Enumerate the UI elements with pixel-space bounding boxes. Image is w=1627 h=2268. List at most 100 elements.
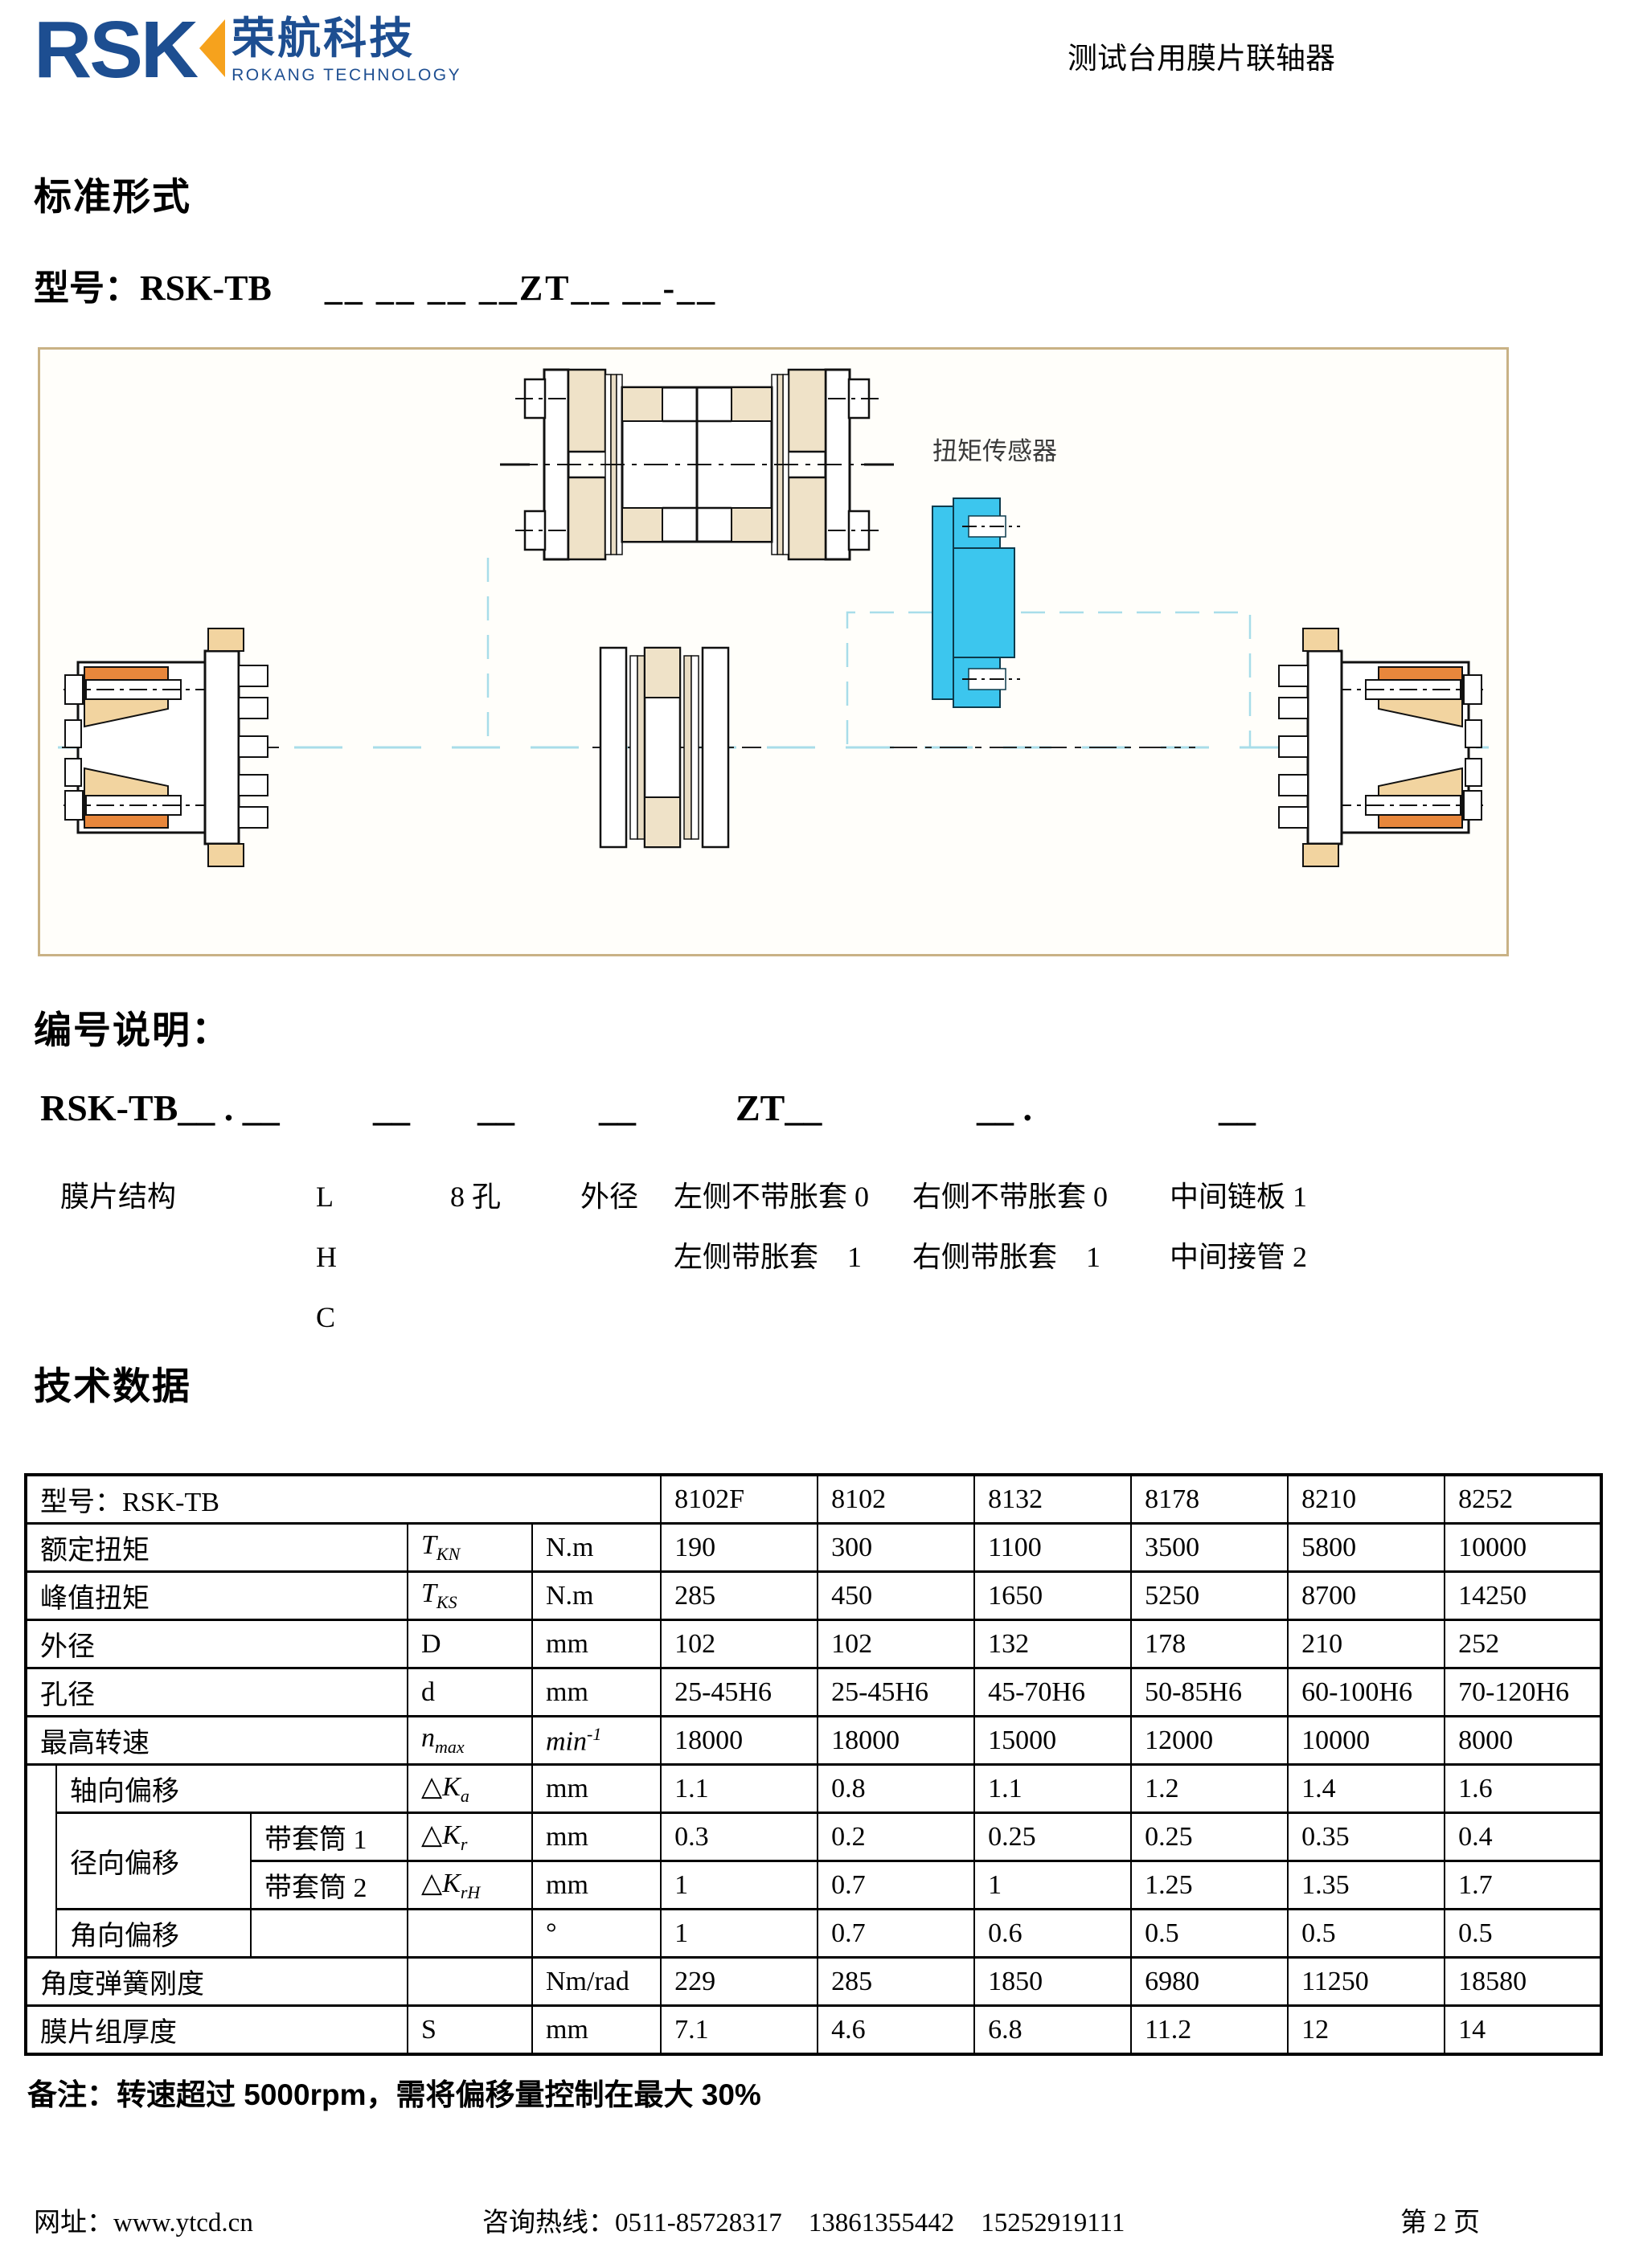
cell-value: 1.6 [1444,1763,1603,1814]
cell-value: 0.5 [1287,1908,1446,1959]
cell-value: 1.1 [660,1763,819,1814]
cell-value: 7.1 [660,2004,819,2056]
cell-value: 6980 [1130,1956,1289,2007]
cell-value: 1.4 [1287,1763,1446,1814]
technical-data-table: 型号：RSK-TB 8102F 8102 8132 8178 8210 8252… [24,1473,1604,2056]
cell-label: 带套筒 1 [250,1812,408,1862]
cell-unit: mm [531,2004,662,2056]
cell-value: 0.2 [817,1812,976,1862]
model-label: 型号：RSK-TB [34,268,272,308]
section-title-tech-data: 技术数据 [34,1365,191,1407]
company-logo: RSK 荣航科技 ROKANG TECHNOLOGY [34,8,461,92]
cell-value: 10000 [1287,1715,1446,1766]
cell-symbol: d [407,1667,533,1717]
cell-value: 1 [660,1860,819,1910]
cell-unit: min-1 [531,1715,662,1766]
code-blank: __ [1219,1087,1256,1128]
cell-unit: mm [531,1667,662,1717]
cell-value: 1.35 [1287,1860,1446,1910]
cell-symbol: TKS [407,1570,533,1621]
cell-value: 11250 [1287,1956,1446,2007]
cell-value: 285 [817,1956,976,2007]
cell-value: 0.6 [973,1908,1133,1959]
cell-label: 孔径 [25,1667,408,1717]
table-row-diaphragm-thickness: 膜片组厚度 S mm 7.1 4.6 6.8 11.2 12 14 [25,2004,1603,2056]
cell-unit: mm [531,1812,662,1862]
table-row-peak-torque: 峰值扭矩 TKS N.m 285 450 1650 5250 8700 1425… [25,1570,1603,1621]
cell-model: 8102F [660,1473,819,1525]
cell-value: 1 [660,1908,819,1959]
cell-value: 190 [660,1522,819,1573]
cell-symbol: △Ka [407,1763,533,1814]
code-zt: ZT__ [736,1087,822,1128]
left-hub-assembly [64,628,268,867]
legend-diaphragm-structure: 膜片结构 [60,1181,177,1213]
cell-value: 14 [1444,2004,1603,2056]
cell-value: 10000 [1444,1522,1603,1573]
cell-label: 带套筒 2 [250,1860,408,1910]
section-title-standard-form: 标准形式 [34,175,191,218]
cell-model-label: 型号：RSK-TB [24,1473,662,1525]
cell-value: 1100 [973,1522,1133,1573]
cell-value: 15000 [973,1715,1133,1766]
cell-offset-strip [25,1763,57,1959]
cell-label: 膜片组厚度 [25,2004,408,2056]
cell-value: 25-45H6 [660,1667,819,1717]
footer-website: 网址：www.ytcd.cn [34,2209,253,2237]
cell-model: 8210 [1287,1473,1446,1525]
numbering-code-line: RSK-TB__ . __ __ __ __ ZT__ __ . __ [0,1087,1627,1159]
cell-value: 1.25 [1130,1860,1289,1910]
cell-value: 300 [817,1522,976,1573]
cell-unit: Nm/rad [531,1956,662,2007]
cell-label: 角度弹簧刚度 [25,1956,408,2007]
cell-symbol: △Kr [407,1812,533,1862]
cell-value: 6.8 [973,2004,1133,2056]
cell-value: 178 [1130,1619,1289,1669]
cell-value: 70-120H6 [1444,1667,1603,1717]
cell-value: 1 [973,1860,1133,1910]
cell-value: 18000 [817,1715,976,1766]
cell-value: 210 [1287,1619,1446,1669]
cell-label: 峰值扭矩 [25,1570,408,1621]
cell-unit: N.m [531,1522,662,1573]
cell-value: 1.2 [1130,1763,1289,1814]
code-prefix: RSK-TB__ . __ [40,1087,280,1128]
code-blank: __ [373,1087,410,1128]
cell-model: 8132 [973,1473,1133,1525]
cell-model: 8178 [1130,1473,1289,1525]
table-row-rated-torque: 额定扭矩 TKN N.m 190 300 1100 3500 5800 1000… [25,1522,1603,1573]
cell-symbol: D [407,1619,533,1669]
coupling-drawing-svg: 扭矩传感器 [38,347,1509,956]
cell-value: 252 [1444,1619,1603,1669]
footer-hotline: 咨询热线：0511-85728317 13861355442 152529191… [482,2209,1125,2237]
cell-symbol [407,1908,533,1959]
table-row-radial-offset-2: 带套筒 2 △KrH mm 1 0.7 1 1.25 1.35 1.7 [26,1860,1603,1910]
cell-label: 额定扭矩 [25,1522,408,1573]
cell-value: 0.25 [973,1812,1133,1862]
cell-symbol: △KrH [407,1860,533,1910]
torque-sensor-label: 扭矩传感器 [932,437,1057,465]
code-blank: __ [599,1087,636,1128]
cell-model: 8252 [1444,1473,1603,1525]
logo-rsk-text: RSK [34,5,199,95]
cell-symbol: nmax [407,1715,533,1766]
cell-value: 0.5 [1444,1908,1603,1959]
cell-value: 5250 [1130,1570,1289,1621]
table-row-torsional-stiffness: 角度弹簧刚度 Nm/rad 229 285 1850 6980 11250 18… [25,1956,1603,2007]
table-row-outer-diameter: 外径 D mm 102 102 132 178 210 252 [25,1619,1603,1669]
cell-value: 50-85H6 [1130,1667,1289,1717]
cell-value: 5800 [1287,1522,1446,1573]
cell-value: 229 [660,1956,819,2007]
cell-label: 外径 [25,1619,408,1669]
cell-label: 轴向偏移 [55,1763,408,1814]
cell-empty [250,1908,408,1959]
code-blank: __ . [977,1087,1032,1128]
cell-value: 285 [660,1570,819,1621]
cell-unit: mm [531,1763,662,1814]
cell-value: 132 [973,1619,1133,1669]
